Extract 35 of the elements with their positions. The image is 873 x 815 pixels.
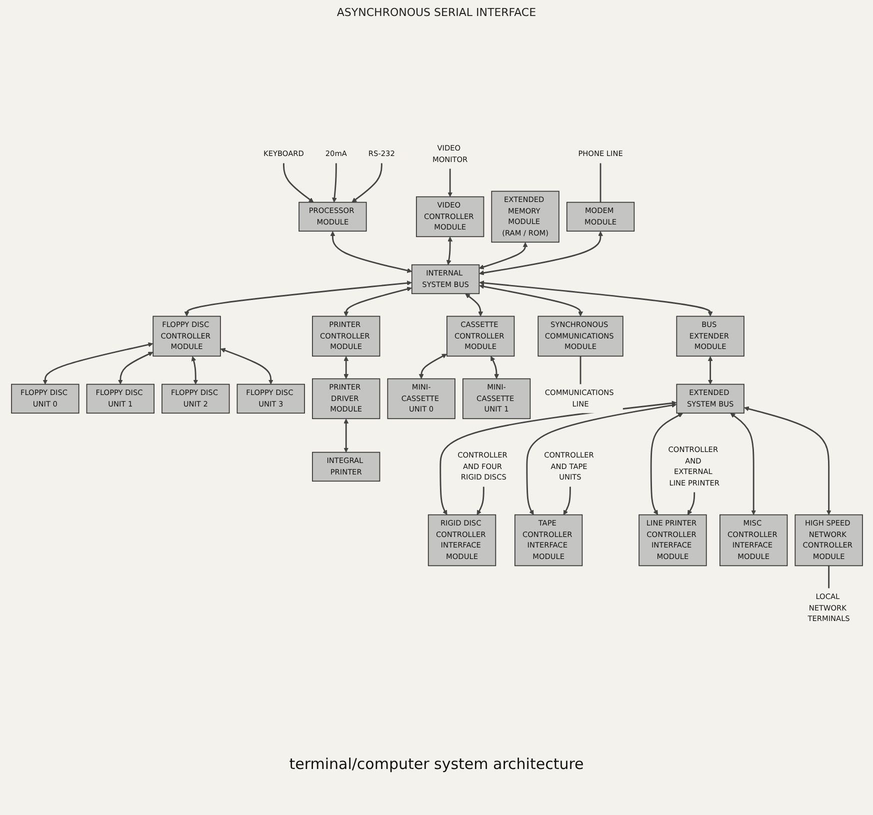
arrow	[686, 492, 695, 516]
caption: terminal/computer system architecture	[289, 755, 584, 773]
arrow	[447, 168, 452, 197]
arrow	[117, 352, 153, 384]
connector	[599, 163, 601, 202]
arrow	[650, 413, 682, 516]
arrow	[343, 286, 412, 316]
arrow	[476, 486, 484, 516]
arrow	[184, 280, 412, 316]
arrow	[478, 284, 582, 316]
arrow	[743, 406, 831, 516]
arrow	[42, 342, 153, 384]
arrow	[478, 280, 712, 316]
connector	[828, 566, 830, 588]
arrow	[220, 348, 273, 384]
arrow	[351, 163, 382, 203]
arrow	[464, 294, 483, 316]
arrow	[707, 356, 712, 384]
arrow	[343, 356, 348, 379]
arrow	[562, 486, 570, 516]
note-text: ASYNCHRONOUS SERIAL INTERFACE	[336, 6, 536, 19]
arrow	[330, 231, 412, 273]
arrow	[190, 356, 198, 384]
arrow	[446, 236, 452, 266]
arrow	[332, 163, 336, 203]
arrow	[439, 400, 676, 516]
arrow	[526, 402, 676, 516]
arrow	[418, 354, 446, 379]
arrow	[478, 231, 602, 276]
connector	[579, 356, 581, 384]
arrow	[282, 163, 314, 203]
arrow	[730, 413, 756, 516]
arrow	[478, 242, 528, 270]
arrow	[490, 356, 499, 379]
arrow	[343, 418, 348, 453]
